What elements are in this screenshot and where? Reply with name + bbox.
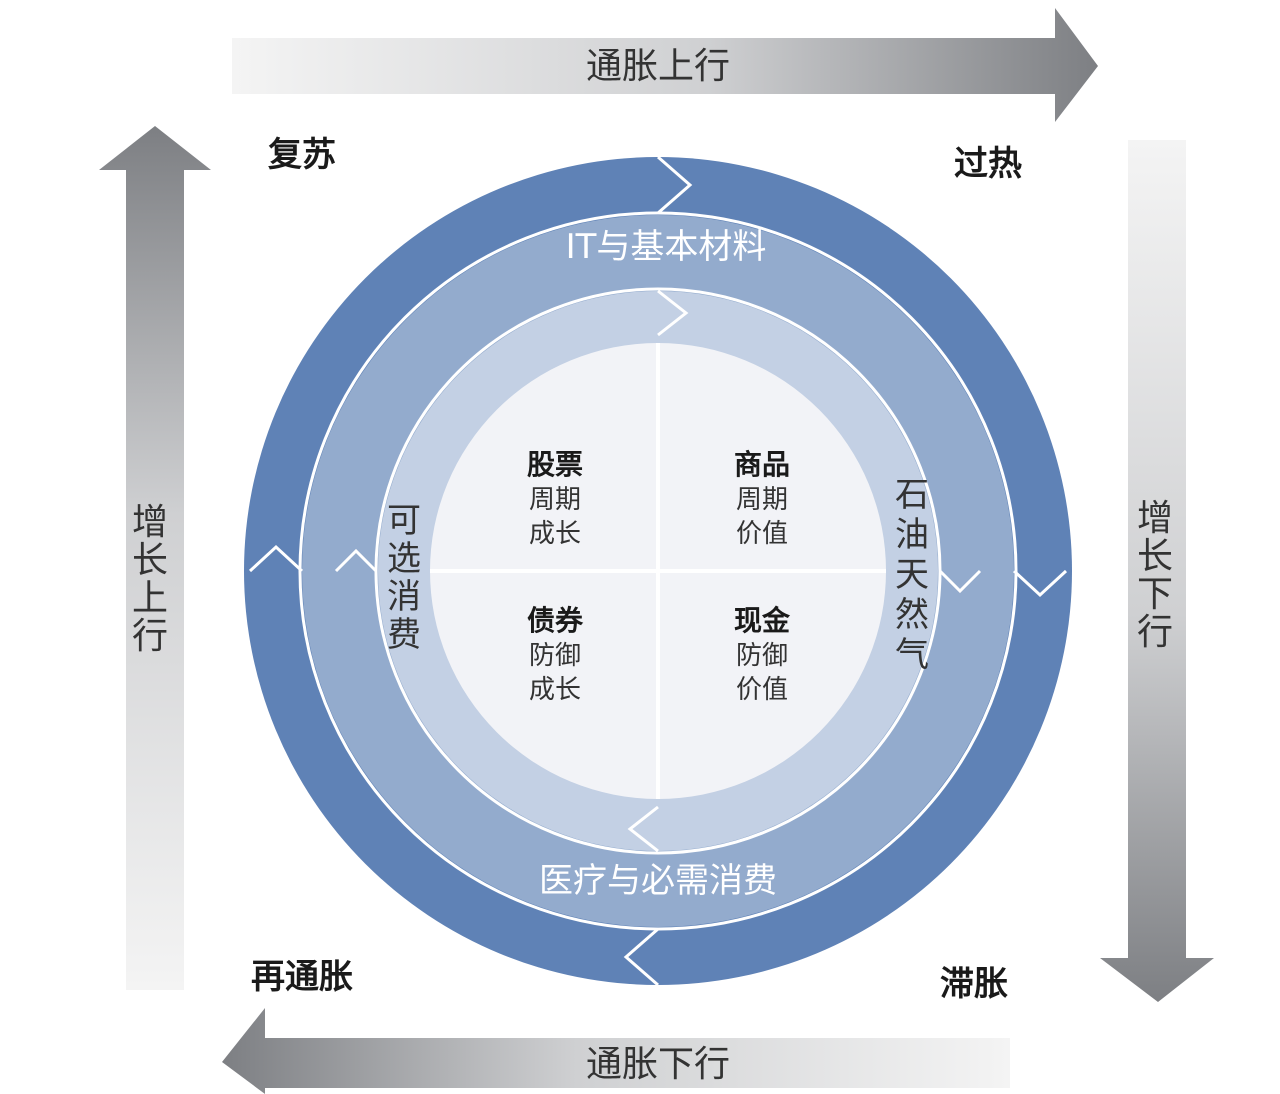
arrow-label-right-c4: 行 — [1137, 612, 1173, 653]
sector-right-c5: 气 — [895, 635, 929, 675]
asset-cash-line2: 价值 — [736, 675, 788, 705]
asset-stocks-line1: 周期 — [529, 485, 581, 515]
sector-bottom: 医疗与必需消费 — [539, 861, 777, 901]
growth-up-arrow — [99, 126, 211, 990]
phase-reflation: 再通胀 — [251, 957, 353, 997]
sector-right-c4: 然 — [895, 595, 929, 635]
asset-cash-line1: 防御 — [736, 641, 788, 671]
arrow-label-bottom: 通胀下行 — [586, 1044, 730, 1085]
sector-right: 石 油 天 然 气 — [895, 475, 929, 675]
asset-commodities-name: 商品 — [734, 448, 790, 481]
sector-right-c1: 石 — [895, 475, 929, 515]
outer-ring-seam-top — [657, 155, 693, 215]
middle-ring-seam-top — [657, 289, 689, 337]
sector-left-c4: 费 — [387, 615, 421, 655]
inflation-up-arrow — [232, 8, 1098, 122]
asset-bonds-line1: 防御 — [529, 641, 581, 671]
sector-top: IT与基本材料 — [566, 227, 767, 267]
arrow-label-top: 通胀上行 — [586, 46, 730, 87]
phase-overheat: 过热 — [954, 144, 1022, 184]
arrow-label-left: 增 长 上 行 — [132, 502, 168, 657]
arrow-label-left-c1: 增 — [132, 502, 168, 543]
asset-commodities-line1: 周期 — [736, 485, 788, 515]
phase-stagflation: 滞胀 — [940, 964, 1008, 1004]
asset-cash: 现金 防御 价值 — [734, 604, 791, 705]
arrow-label-right-c3: 下 — [1137, 574, 1173, 615]
inflation-down-arrow — [222, 1008, 1010, 1094]
arrow-label-left-c3: 上 — [132, 578, 168, 619]
asset-commodities-line2: 价值 — [736, 519, 788, 549]
asset-bonds: 债券 防御 成长 — [527, 604, 584, 705]
outer-ring-seam-right — [1012, 569, 1068, 598]
outer-ring-seam-left — [248, 544, 304, 573]
asset-stocks: 股票 周期 成长 — [527, 448, 583, 549]
asset-commodities: 商品 周期 价值 — [734, 448, 790, 549]
asset-cash-name: 现金 — [734, 604, 791, 637]
arrow-label-right: 增 长 下 行 — [1137, 498, 1173, 653]
outer-ring-seam-bottom — [623, 927, 659, 987]
asset-bonds-name: 债券 — [527, 604, 584, 637]
arrow-label-right-c2: 长 — [1137, 536, 1173, 577]
middle-ring-seam-left — [334, 548, 378, 573]
asset-stocks-name: 股票 — [527, 448, 583, 481]
sector-left-c2: 选 — [387, 539, 421, 579]
phase-recovery: 复苏 — [268, 135, 336, 175]
asset-bonds-line2: 成长 — [529, 675, 581, 705]
growth-down-arrow — [1100, 140, 1214, 1002]
asset-stocks-line2: 成长 — [529, 519, 581, 549]
arrow-label-left-c2: 长 — [132, 540, 168, 581]
middle-ring-seam-right — [938, 569, 982, 594]
sector-left-c3: 消 — [387, 577, 421, 617]
sector-left-c1: 可 — [387, 501, 421, 541]
arrow-label-left-c4: 行 — [132, 616, 168, 657]
sector-right-c2: 油 — [895, 515, 929, 555]
middle-ring-seam-bottom — [627, 805, 659, 853]
sector-left: 可 选 消 费 — [387, 501, 421, 655]
arrow-label-right-c1: 增 — [1137, 498, 1173, 539]
sector-right-c3: 天 — [895, 555, 929, 595]
